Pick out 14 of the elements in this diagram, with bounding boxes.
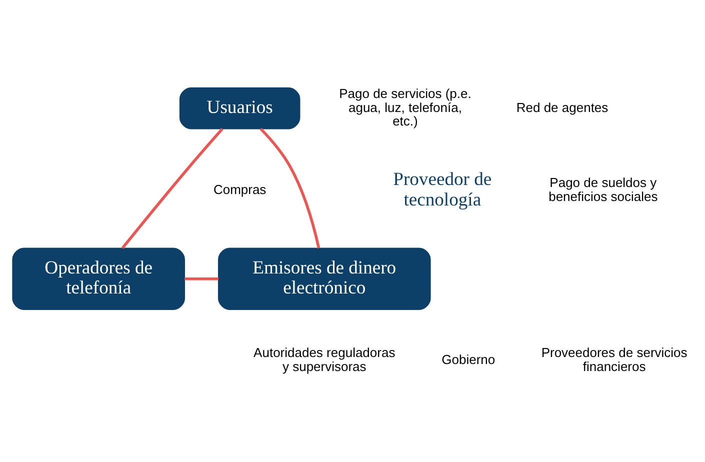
node-box: Operadores de telefonía bbox=[12, 248, 185, 310]
label: Autoridades reguladoras y supervisoras bbox=[254, 345, 396, 374]
node-box: Usuarios bbox=[179, 87, 300, 130]
label: Pago de servicios (p.e. agua, luz, telefonía, etc.) bbox=[339, 86, 472, 129]
label: Pago de sueldos y beneficios sociales bbox=[548, 175, 658, 204]
connector bbox=[260, 128, 320, 248]
node-box: Emisores de dinero electrónico bbox=[218, 248, 431, 310]
connector bbox=[121, 128, 224, 249]
label: Red de agentes bbox=[516, 100, 608, 115]
label: Compras bbox=[213, 182, 266, 198]
label: Proveedores de servicios financieros bbox=[541, 345, 688, 374]
label: Gobierno bbox=[442, 352, 496, 368]
connector bbox=[184, 277, 218, 280]
label: Proveedor de tecnología bbox=[393, 169, 492, 210]
